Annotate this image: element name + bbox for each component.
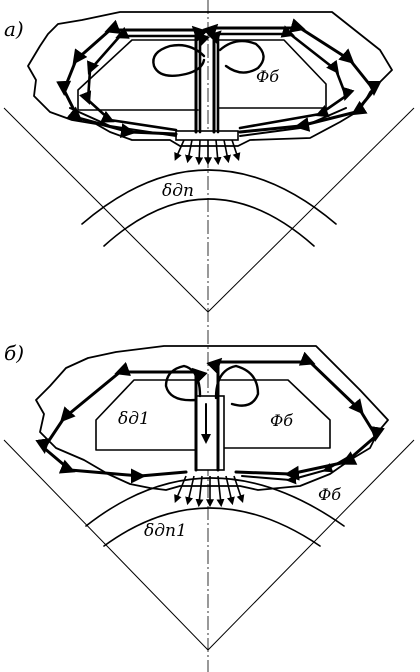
flux-line-right-loop <box>214 364 260 407</box>
rotor-inner-arc <box>103 507 321 547</box>
flux-line-left-outer <box>35 361 208 484</box>
panel-b-tag: б) <box>4 341 24 365</box>
air-gap-bottom-label: δдп1 <box>144 521 187 541</box>
gap-left-label: δд1 <box>118 409 150 429</box>
flux-label: Фб <box>270 411 293 430</box>
flux-line-right-mid <box>207 25 355 134</box>
flux-label: Фб <box>256 67 279 86</box>
pole-outline <box>27 11 393 147</box>
rotor-inner-arc <box>103 198 315 247</box>
flux-line-left-loop <box>164 364 202 402</box>
panel-b: б) δд1 Фб Фб δдп1 <box>3 341 415 651</box>
pole-shoe <box>175 130 239 141</box>
pole-shoe <box>195 395 225 471</box>
flux-line-right-outer <box>206 351 385 481</box>
gap-flux-fan <box>174 475 245 508</box>
flux-line-right-return <box>239 107 347 137</box>
sector-boundary-left <box>3 107 209 313</box>
panel-a: а) Фб δдп <box>3 11 415 313</box>
flux-line-right-loop <box>218 39 265 74</box>
panel-a-tag: а) <box>4 17 24 41</box>
flux-line-left-loop <box>152 43 206 77</box>
flux-line-left-return <box>69 107 177 137</box>
flux-line-right-return <box>241 455 351 485</box>
air-gap-label: δдп <box>162 181 194 201</box>
sector-boundary-right <box>207 107 415 313</box>
rotor-outer-arc <box>81 169 337 225</box>
flux-line-left-mid <box>79 26 211 134</box>
gap-flux-fan <box>174 139 241 166</box>
flux-label-2: Фб <box>318 485 341 504</box>
